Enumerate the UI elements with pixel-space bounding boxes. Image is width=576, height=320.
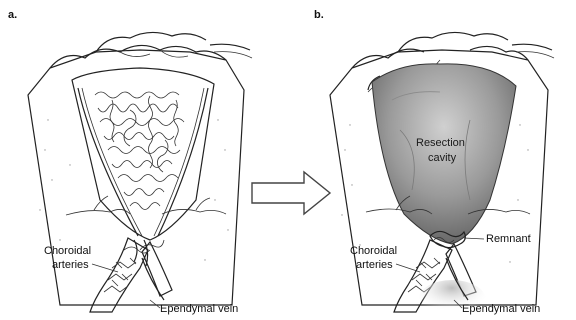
transition-arrow bbox=[252, 172, 330, 214]
panel-a: a. bbox=[8, 9, 252, 315]
panel-b: b. bbox=[314, 9, 554, 320]
panel-b-label-remnant: Remnant bbox=[486, 233, 531, 245]
panel-a-label-arteries: arteries bbox=[52, 259, 89, 271]
panel-b-remnant-leader bbox=[464, 238, 484, 239]
panel-b-label-resection: Resection bbox=[416, 137, 465, 149]
panel-a-letter: a. bbox=[8, 9, 17, 21]
panel-a-branches bbox=[66, 196, 226, 215]
panel-b-label-arteries: arteries bbox=[356, 259, 393, 271]
panel-b-label-vein: Ependymal vein bbox=[462, 303, 540, 315]
panel-b-letter: b. bbox=[314, 9, 324, 21]
panel-a-label-choroidal: Choroidal bbox=[44, 245, 91, 257]
panel-b-label-choroidal: Choroidal bbox=[350, 245, 397, 257]
panel-a-nidus bbox=[72, 68, 214, 240]
panel-a-vein-leader bbox=[150, 300, 160, 308]
panel-a-choroidal-arteries bbox=[90, 238, 172, 312]
panel-a-label-vein: Ependymal vein bbox=[160, 303, 238, 315]
panel-b-label-cavity: cavity bbox=[428, 152, 457, 164]
